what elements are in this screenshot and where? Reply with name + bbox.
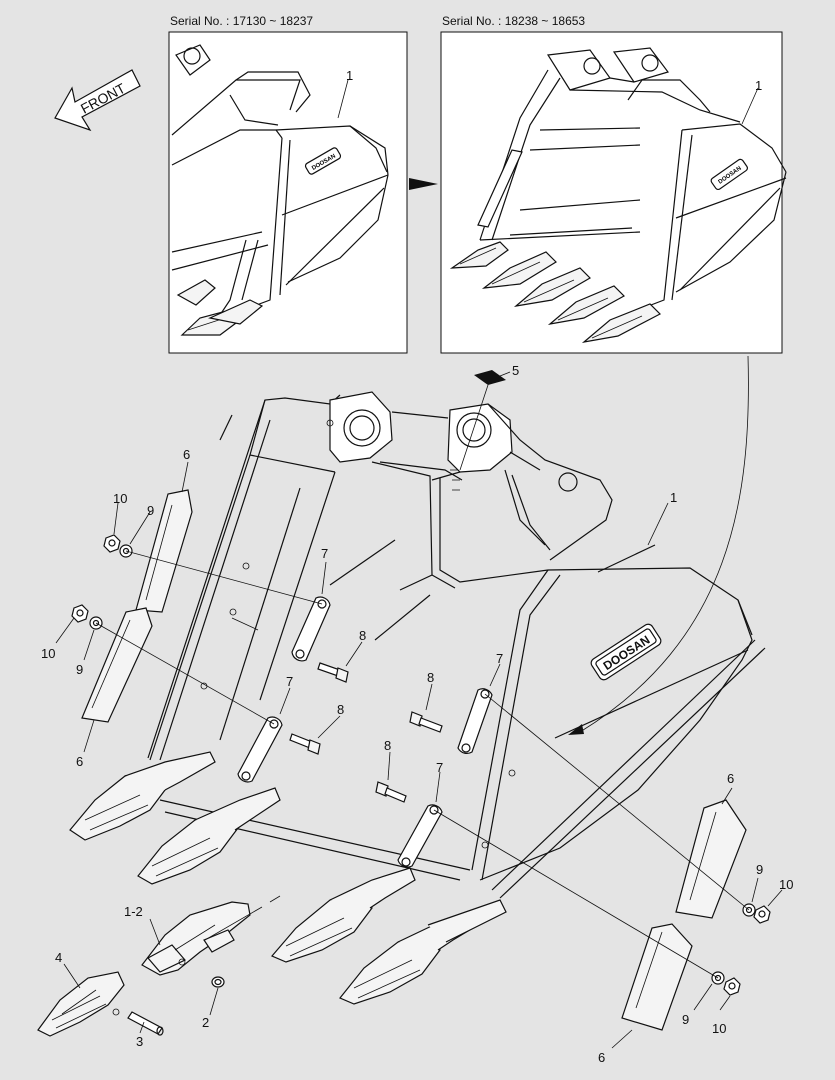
reference-curve — [579, 355, 749, 733]
link-1 — [291, 596, 331, 662]
inset-right-serial-label: Serial No. : 18238 ~ 18653 — [442, 14, 586, 28]
callout-bucket: 1 — [670, 490, 677, 505]
main-tooth-2 — [137, 787, 281, 885]
bolt-4 — [375, 781, 407, 803]
link-4 — [397, 804, 443, 868]
bolt-1 — [317, 662, 349, 683]
side-cutter-left-upper — [135, 489, 193, 613]
tooth-adapter-part — [141, 901, 251, 976]
front-arrow-icon — [54, 69, 141, 132]
inset-left-serial-label: Serial No. : 17130 ~ 18237 — [170, 14, 314, 28]
assembly-lines — [95, 384, 750, 979]
callout-link-1: 7 — [321, 546, 328, 561]
callout-nut-left-upper: 10 — [113, 491, 127, 506]
front-arrow-label: FRONT — [78, 80, 128, 117]
callout-link-4: 7 — [436, 760, 443, 775]
callout-side-cutter-left-upper: 6 — [183, 447, 190, 462]
nut-left-upper — [103, 534, 121, 553]
callout-labels: 1 5 1-2 2 3 4 6 6 6 6 7 7 7 7 8 8 8 — [41, 363, 793, 1065]
inset-left-callout: 1 — [337, 68, 353, 119]
bolt-3 — [409, 711, 443, 733]
nut-left-lower — [71, 604, 89, 623]
washer-left-lower — [89, 616, 103, 630]
nut-right-upper — [753, 905, 771, 924]
main-tooth-4 — [339, 899, 507, 1005]
callout-nut-right-lower: 10 — [712, 1021, 726, 1036]
main-tooth-3 — [271, 867, 416, 963]
callout-nut-right-upper: 10 — [779, 877, 793, 892]
side-cutter-left-lower — [81, 607, 153, 723]
inset-left-teeth — [176, 279, 264, 336]
callout-bolt-2: 8 — [337, 702, 344, 717]
inset-right-callout-label: 1 — [755, 78, 762, 93]
inset-right-teeth — [449, 241, 662, 343]
callout-side-cutter-left-lower: 6 — [76, 754, 83, 769]
link-2 — [237, 716, 283, 783]
callout-nut-left-lower: 10 — [41, 646, 55, 661]
callout-washer: 2 — [202, 1015, 209, 1030]
inset-left: DOOSAN 1 — [168, 31, 408, 354]
inset-left-callout-label: 1 — [346, 68, 353, 83]
inset-right: DOOSAN 1 — [440, 31, 787, 354]
shim-part — [474, 370, 506, 385]
main-bucket-logo: DOOSAN — [590, 623, 662, 681]
callout-washer-left-lower: 9 — [76, 662, 83, 677]
washer-part — [211, 976, 225, 988]
nut-right-lower — [723, 977, 741, 996]
callout-link-3: 7 — [496, 651, 503, 666]
inset-transition-arrow-icon — [409, 178, 438, 190]
callout-bolt-4: 8 — [384, 738, 391, 753]
callout-side-cutter-right-lower: 6 — [598, 1050, 605, 1065]
link-3 — [457, 688, 493, 754]
callout-washer-right-upper: 9 — [756, 862, 763, 877]
side-cutter-right-lower — [621, 923, 693, 1031]
main-teeth — [69, 751, 507, 1005]
callout-tooth-adapter: 1-2 — [124, 904, 143, 919]
callout-bolt-3: 8 — [427, 670, 434, 685]
main-tooth-1 — [69, 751, 216, 841]
callout-link-2: 7 — [286, 674, 293, 689]
bolt-2 — [289, 733, 321, 755]
inset-right-callout: 1 — [741, 78, 762, 125]
tooth-point-part — [37, 971, 125, 1037]
callout-washer-right-lower: 9 — [682, 1012, 689, 1027]
side-cutter-right-upper — [675, 799, 747, 919]
adapter-pointer — [204, 895, 281, 941]
callout-tooth-point: 4 — [55, 950, 62, 965]
main-bucket: DOOSAN — [147, 391, 766, 899]
callout-bolt-1: 8 — [359, 628, 366, 643]
callout-washer-left-upper: 9 — [147, 503, 154, 518]
front-arrow: FRONT — [54, 69, 141, 132]
pin-part — [127, 1011, 164, 1036]
inset-right-bucket: DOOSAN — [449, 47, 787, 343]
inset-left-bucket: DOOSAN — [171, 44, 389, 336]
callout-side-cutter-right-upper: 6 — [727, 771, 734, 786]
inset-left-frame — [168, 31, 408, 354]
callout-shim: 5 — [512, 363, 519, 378]
callout-pin: 3 — [136, 1034, 143, 1049]
